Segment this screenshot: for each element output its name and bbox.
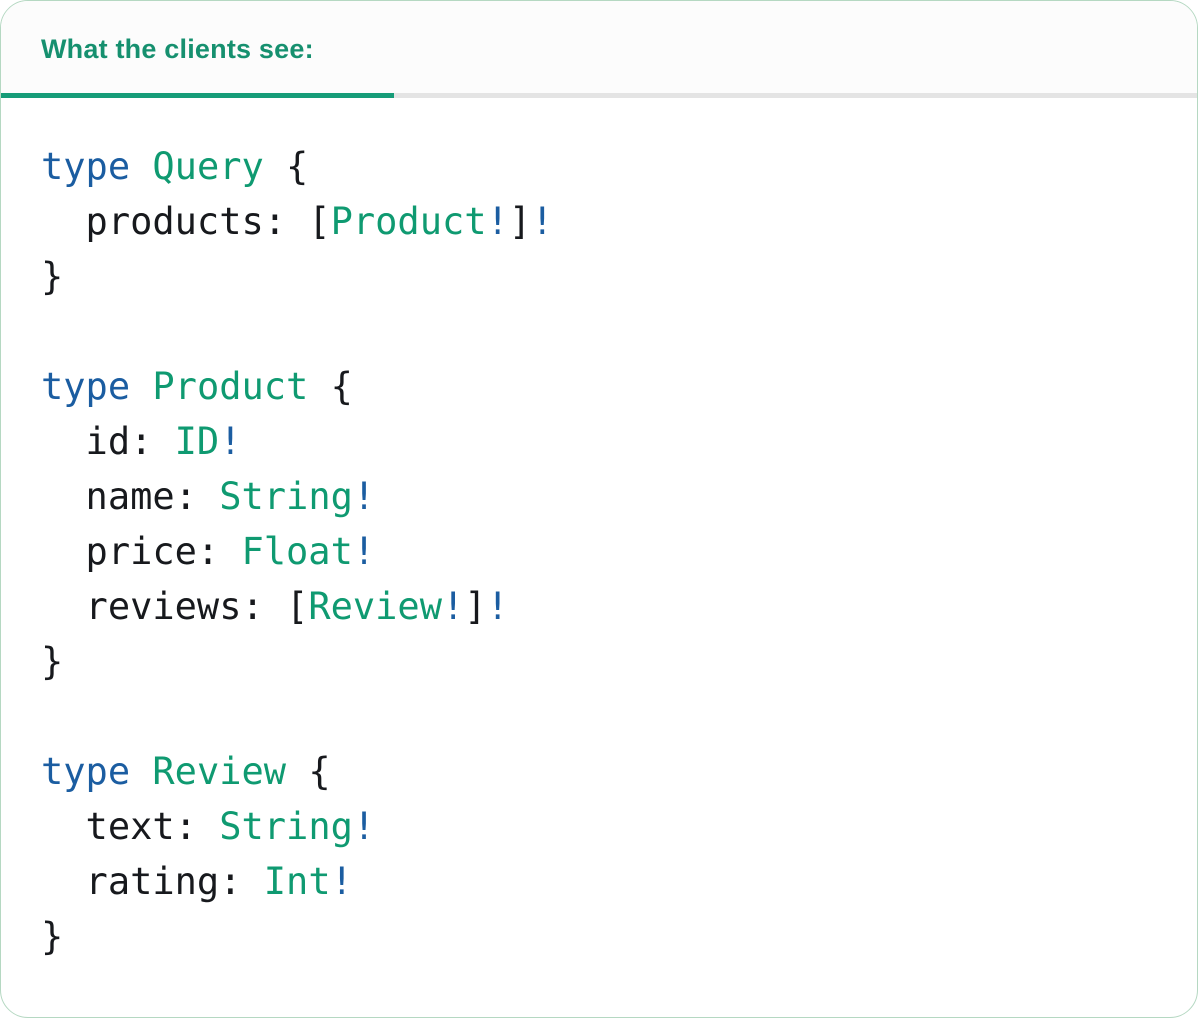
code-token-type: String	[219, 475, 353, 518]
code-token-plain: reviews: [	[41, 585, 309, 628]
code-line: }	[41, 249, 1157, 304]
code-token-kw: type	[41, 750, 131, 793]
code-token-plain	[130, 145, 152, 188]
code-token-plain	[130, 365, 152, 408]
code-token-kw: type	[41, 145, 131, 188]
code-line: type Review {	[41, 744, 1157, 799]
code-line: id: ID!	[41, 414, 1157, 469]
code-token-plain: id:	[41, 420, 175, 463]
code-token-plain: {	[308, 365, 353, 408]
code-token-bang: !	[486, 200, 509, 243]
code-line: rating: Int!	[41, 854, 1157, 909]
active-tab-underline	[1, 93, 394, 98]
code-token-type: ID	[174, 420, 220, 463]
code-token-plain: name:	[41, 475, 220, 518]
code-token-plain: ]	[464, 585, 487, 628]
code-token-type: Query	[152, 145, 264, 188]
code-line: }	[41, 909, 1157, 964]
tab-what-clients-see[interactable]: What the clients see:	[1, 34, 314, 65]
code-block: type Query { products: [Product!]!}type …	[1, 98, 1197, 964]
code-line	[41, 689, 1157, 744]
code-line: price: Float!	[41, 524, 1157, 579]
card-header: What the clients see:	[1, 1, 1197, 98]
code-token-type: Float	[241, 530, 353, 573]
code-token-plain: }	[41, 255, 64, 298]
code-line: text: String!	[41, 799, 1157, 854]
code-line	[41, 304, 1157, 359]
code-token-type: Review	[152, 750, 287, 793]
code-line: reviews: [Review!]!	[41, 579, 1157, 634]
code-token-plain: ]	[508, 200, 532, 243]
code-line: type Query {	[41, 139, 1157, 194]
code-token-plain: text:	[41, 805, 220, 848]
code-token-plain: {	[286, 750, 331, 793]
code-line: products: [Product!]!	[41, 194, 1157, 249]
code-token-bang: !	[352, 530, 376, 573]
code-line: name: String!	[41, 469, 1157, 524]
code-token-plain: }	[41, 640, 64, 683]
code-token-type: Product	[330, 200, 487, 243]
code-token-bang: !	[486, 585, 509, 628]
code-token-type: Product	[152, 365, 309, 408]
code-token-type: Review	[308, 585, 442, 628]
code-token-bang: !	[219, 420, 242, 463]
tab-label: What the clients see:	[41, 34, 314, 64]
code-token-bang: !	[441, 585, 465, 628]
code-token-bang: !	[352, 475, 376, 518]
code-token-bang: !	[330, 860, 353, 903]
code-line: }	[41, 634, 1157, 689]
code-token-plain: products: [	[41, 200, 331, 243]
code-token-plain: }	[41, 915, 64, 958]
header-divider	[1, 93, 1197, 98]
code-token-bang: !	[531, 200, 554, 243]
code-token-plain: {	[263, 145, 309, 188]
code-token-type: Int	[263, 860, 331, 903]
code-token-plain: price:	[41, 530, 242, 573]
code-line: type Product {	[41, 359, 1157, 414]
code-token-plain: rating:	[41, 860, 264, 903]
code-token-kw: type	[41, 365, 131, 408]
code-token-type: String	[219, 805, 353, 848]
code-token-bang: !	[352, 805, 376, 848]
code-token-plain	[130, 750, 152, 793]
